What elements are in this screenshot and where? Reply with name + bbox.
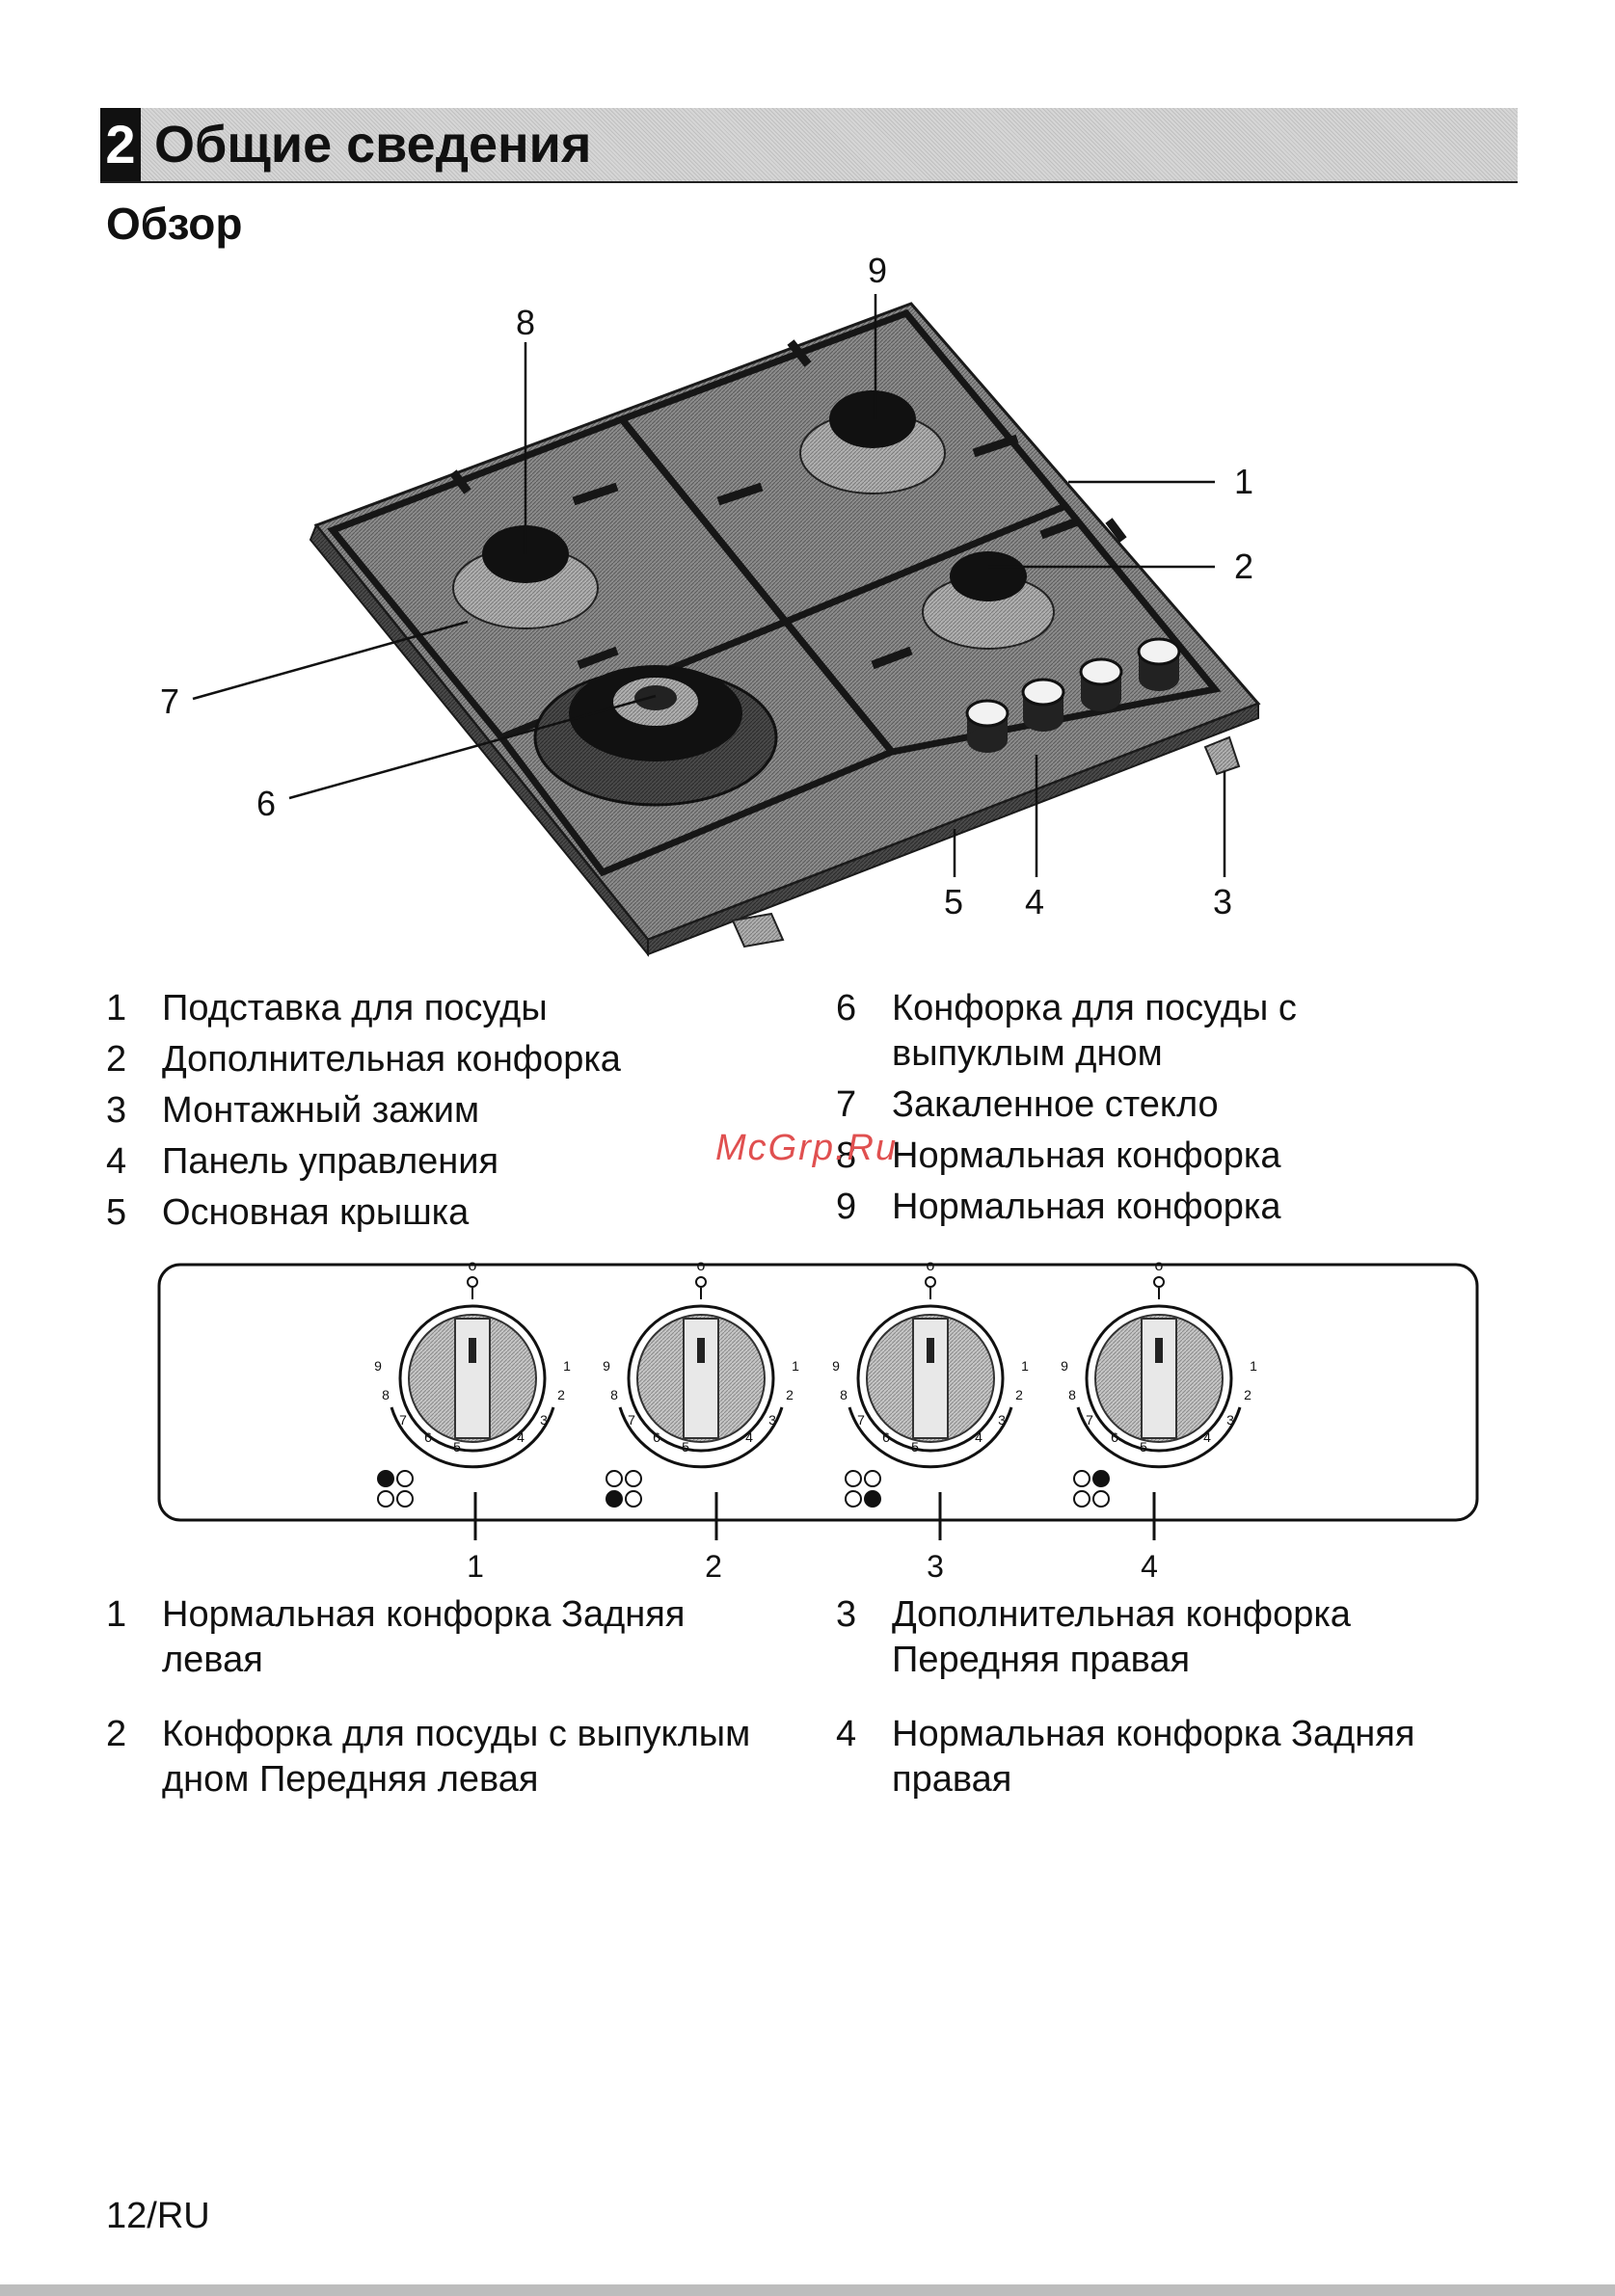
knob-1-scale-label: 2 <box>557 1387 565 1402</box>
knob-4-scale-label: 1 <box>1250 1358 1257 1374</box>
knob-callout-4: 4 <box>1141 1549 1158 1584</box>
knob-callout-2: 2 <box>705 1549 722 1584</box>
knob-4-scale-label: 3 <box>1226 1412 1234 1428</box>
burner-indicator-3 <box>845 1470 881 1508</box>
burner-indicator-4 <box>1073 1470 1110 1508</box>
knob-3-scale-label: 5 <box>911 1439 919 1455</box>
knob-3-scale-label: 6 <box>882 1429 890 1445</box>
knob-4-scale-label: 2 <box>1244 1387 1252 1402</box>
control-knob-3 <box>848 1276 1013 1469</box>
knob-4-scale-label: 4 <box>1203 1429 1211 1445</box>
callout-2: 2 <box>1234 547 1253 586</box>
knob-4-scale-label: 9 <box>1061 1358 1068 1374</box>
knob-4-scale-label: 8 <box>1068 1387 1076 1402</box>
knob-2-scale-label: 2 <box>786 1387 794 1402</box>
callout-5: 5 <box>944 882 963 921</box>
knob-1-scale-label: 4 <box>517 1429 525 1445</box>
chapter-title: Общие сведения <box>154 116 592 174</box>
knob-1-scale-label: 6 <box>424 1429 432 1445</box>
knob-3-off-mark: o <box>927 1258 935 1274</box>
callout-7: 7 <box>160 681 179 721</box>
knob-2-scale-label: 6 <box>653 1429 660 1445</box>
knob-callout-1: 1 <box>467 1549 484 1584</box>
knob-1-scale-label: 7 <box>399 1412 407 1428</box>
callout-leaders <box>192 294 1226 877</box>
control-knob-2 <box>618 1276 784 1469</box>
page-number: 12/RU <box>106 2196 210 2236</box>
knob-callout-3: 3 <box>927 1549 944 1584</box>
grate-fingers <box>449 339 1127 670</box>
callout-1: 1 <box>1234 462 1253 501</box>
hob-knobs <box>965 637 1181 753</box>
control-knob-1 <box>390 1276 555 1469</box>
knob-3-scale-label: 7 <box>857 1412 865 1428</box>
burner-2-auxiliary <box>922 551 1055 650</box>
control-panel <box>157 1263 1479 1540</box>
knob-1-scale-label: 3 <box>540 1412 548 1428</box>
knob-2-scale-label: 7 <box>628 1412 635 1428</box>
callout-4: 4 <box>1025 882 1044 921</box>
burner-9-normal <box>799 390 946 494</box>
knob-3-scale-label: 1 <box>1021 1358 1029 1374</box>
knob-1-scale-label: 9 <box>374 1358 382 1374</box>
knob-2-scale-label: 8 <box>610 1387 618 1402</box>
callout-9: 9 <box>868 251 887 290</box>
bottom-rule <box>0 2284 1615 2296</box>
knob-2-scale-label: 1 <box>792 1358 799 1374</box>
knob-2-off-mark: o <box>697 1258 706 1274</box>
section-subtitle: Обзор <box>106 199 243 249</box>
knob-4-scale-label: 6 <box>1111 1429 1118 1445</box>
burner-indicator-2 <box>606 1470 642 1508</box>
knob-3-scale-label: 2 <box>1015 1387 1023 1402</box>
chapter-number: 2 <box>100 108 141 181</box>
hob-glass <box>309 302 1261 957</box>
knob-4-scale-label: 5 <box>1140 1439 1147 1455</box>
knob-3-scale-label: 9 <box>832 1358 840 1374</box>
burner-6-wok <box>533 665 778 807</box>
knob-4-scale-label: 7 <box>1086 1412 1093 1428</box>
knob-1-scale-label: 5 <box>453 1439 461 1455</box>
knob-1-off-mark: o <box>469 1258 477 1274</box>
knob-3-scale-label: 4 <box>975 1429 982 1445</box>
control-knob-4 <box>1076 1276 1242 1469</box>
knob-2-scale-label: 4 <box>745 1429 753 1445</box>
chapter-header: 2 Общие сведения <box>100 108 1518 183</box>
mounting-clamps <box>731 735 1241 948</box>
knob-2-scale-label: 9 <box>603 1358 610 1374</box>
knob-2-scale-label: 3 <box>768 1412 776 1428</box>
burner-indicator-1 <box>377 1470 414 1508</box>
watermark: McGrp.Ru <box>715 1128 899 1168</box>
callout-8: 8 <box>516 303 535 342</box>
knob-3-scale-label: 3 <box>998 1412 1006 1428</box>
knob-3-scale-label: 8 <box>840 1387 848 1402</box>
callout-6: 6 <box>256 784 276 823</box>
knob-1-scale-label: 8 <box>382 1387 390 1402</box>
knob-4-off-mark: o <box>1155 1258 1164 1274</box>
knob-1-scale-label: 1 <box>563 1358 571 1374</box>
callout-3: 3 <box>1213 882 1232 921</box>
knob-2-scale-label: 5 <box>682 1439 689 1455</box>
